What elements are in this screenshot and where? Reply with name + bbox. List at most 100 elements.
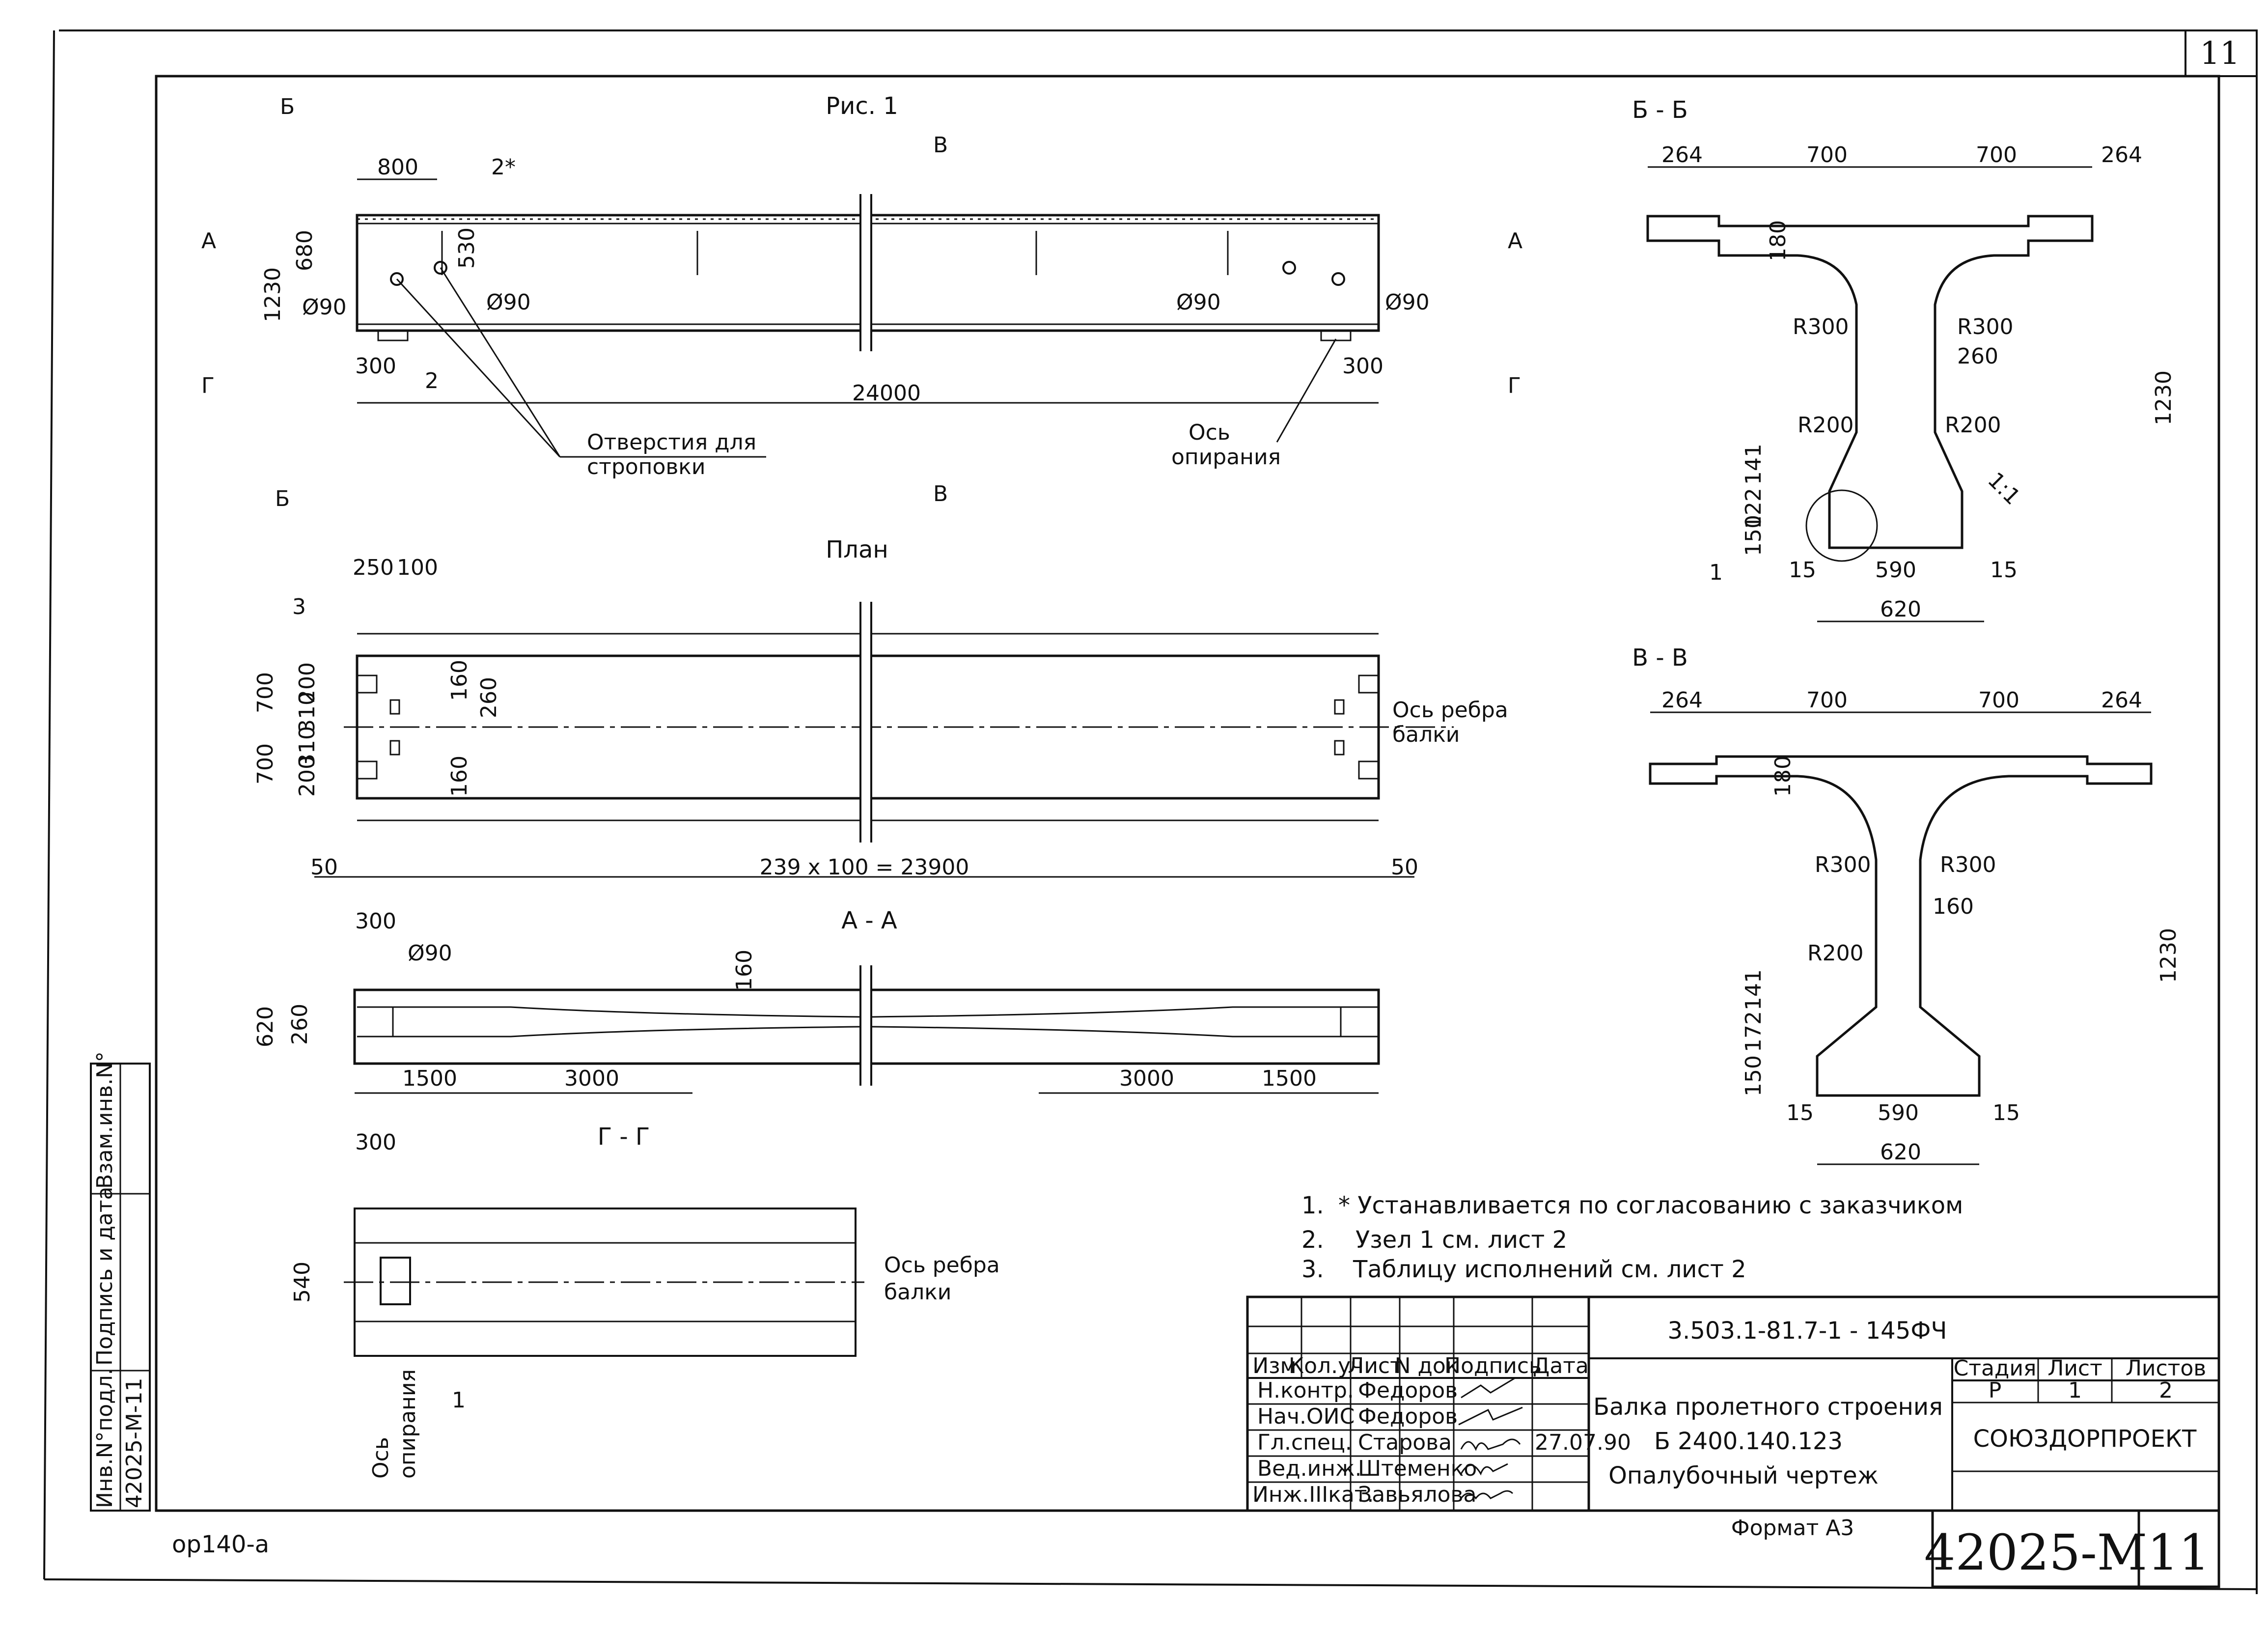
row5-role: Инж.IIIкат.	[1252, 1482, 1374, 1507]
vv-dim-150: 150	[1741, 1055, 1766, 1096]
row3-date: 27.07.90	[1535, 1430, 1631, 1455]
gg-support-axis-2: опирания	[395, 1369, 420, 1479]
stage-header: Стадия	[1954, 1356, 2037, 1381]
plan-dim-310-top: 310	[295, 692, 320, 733]
section-a-right: А	[1508, 228, 1522, 253]
vv-r300-left: R300	[1815, 852, 1871, 877]
big-sheet: 11	[2147, 1524, 2210, 1581]
side-stamp: Взам.инв.N° Подпись и дата Инв.N°подл. 4…	[90, 1051, 151, 1512]
title-line1: Балка пролетного строения	[1593, 1393, 1943, 1421]
view-elevation: Рис. 1 800 24000 300 300 1230 680 530 Ø9…	[201, 92, 1522, 511]
vv-dim-160: 160	[1933, 894, 1974, 919]
section-b-bottom: Б	[275, 486, 290, 511]
plan-dim-160-top: 160	[447, 660, 472, 701]
plan-dim-250: 250	[353, 555, 394, 580]
plan-axis-label-1: Ось ребра	[1392, 698, 1508, 723]
row2-name: Федоров	[1358, 1404, 1458, 1429]
dim-800: 800	[377, 155, 418, 180]
bb-title: Б - Б	[1632, 96, 1688, 124]
aa-dim-1500-left: 1500	[402, 1066, 457, 1091]
vzam-label: Взам.инв.N°	[92, 1051, 117, 1189]
note-axis-line2: опирания	[1171, 445, 1281, 470]
vv-dim-700-right: 700	[1978, 688, 2019, 713]
bb-dim-1230: 1230	[2151, 370, 2176, 425]
aa-dim-3000-right: 3000	[1119, 1066, 1174, 1091]
notes: 1. * Устанавливается по согласованию с з…	[1301, 1192, 1963, 1283]
bb-dim-15-left: 15	[1789, 558, 1816, 583]
bb-dim-700-left: 700	[1806, 142, 1848, 168]
signature-5	[1460, 1490, 1514, 1500]
row2-role: Нач.ОИС	[1257, 1404, 1355, 1429]
plan-dim-200-top: 200	[295, 662, 320, 703]
signature-2	[1458, 1406, 1523, 1426]
phi90-2: Ø90	[486, 290, 531, 315]
row3-role: Гл.спец.	[1257, 1430, 1352, 1455]
signature-4	[1460, 1463, 1508, 1476]
note-3-num: 3.	[1301, 1256, 1324, 1283]
plan-dim-200-bottom: 200	[295, 756, 320, 797]
plan-dim-50-left: 50	[310, 855, 338, 880]
inv-value: 42025-М-11	[122, 1377, 147, 1508]
note-2-text: Узел 1 см. лист 2	[1355, 1226, 1567, 1254]
hdr-podpis: Подпись	[1444, 1353, 1542, 1378]
vv-dim-15-left: 15	[1786, 1100, 1814, 1125]
dim-530: 530	[454, 227, 479, 269]
hdr-list: Лист	[1348, 1353, 1403, 1378]
section-v-top: В	[933, 133, 948, 158]
hdr-izm: Изм	[1252, 1353, 1297, 1378]
aa-dim-1500-right: 1500	[1262, 1066, 1317, 1091]
row4-role: Вед.инж.	[1257, 1456, 1362, 1481]
bb-dim-260: 260	[1957, 344, 1998, 369]
inv-label: Инв.N°подл.	[92, 1368, 117, 1508]
sign-label: Подпись и дата	[92, 1187, 117, 1366]
dim-300-left: 300	[355, 354, 396, 379]
organization: СОЮЗДОРПРОЕКТ	[1973, 1425, 2197, 1453]
plan-dim-700-bottom: 700	[253, 743, 278, 785]
plan-title: План	[826, 536, 888, 563]
vv-dim-620: 620	[1880, 1140, 1921, 1165]
view-section-aa: А - А 300 Ø90 620 260 160 1500 3000 3000…	[253, 907, 1380, 1094]
row1-role: Н.контр.	[1257, 1378, 1354, 1403]
section-v-bottom: В	[933, 481, 948, 506]
title-line2: Б 2400.140.123	[1654, 1428, 1843, 1455]
vv-dim-172: 172	[1741, 1011, 1766, 1052]
note-axis-line1: Ось	[1189, 420, 1230, 445]
note-holes-line1: Отверстия для	[587, 430, 756, 455]
note-1-num: 1.	[1301, 1192, 1324, 1219]
plan-dim-total: 239 x 100 = 23900	[760, 855, 969, 880]
note-1-text: * Устанавливается по согласованию с зака…	[1338, 1192, 1963, 1219]
gg-title: Г - Г	[598, 1123, 650, 1151]
plan-dim-100: 100	[397, 555, 438, 580]
phi90-4: Ø90	[1385, 290, 1430, 315]
bb-r300-right: R300	[1957, 314, 2014, 339]
bb-callout-1: 1	[1709, 560, 1723, 585]
vv-title: В - В	[1632, 644, 1688, 672]
bb-dim-620: 620	[1880, 597, 1921, 622]
sheet-frame: 11	[43, 29, 2258, 1594]
bb-r200-right: R200	[1945, 413, 2001, 438]
phi90-3: Ø90	[1176, 290, 1221, 315]
gg-callout-1: 1	[452, 1388, 466, 1413]
bb-dim-122: 122	[1741, 488, 1766, 529]
bb-slope: 1:1	[1983, 468, 2025, 510]
big-code: 42025-М	[1924, 1524, 2147, 1581]
title-block: Изм Кол.уч Лист N док Подпись Дата Н.кон…	[1246, 1295, 2220, 1588]
sheet-header: Лист	[2047, 1356, 2102, 1381]
row5-name: Завьялова	[1358, 1482, 1476, 1507]
phi90-1: Ø90	[302, 295, 347, 320]
vv-dim-264-left: 264	[1661, 688, 1703, 713]
view-section-gg: Г - Г 300 540 1 Ось ребра балки Ось опир…	[290, 1123, 1000, 1479]
row1-name: Федоров	[1358, 1378, 1458, 1403]
aa-title: А - А	[841, 907, 897, 934]
aa-dim-620: 620	[253, 1006, 278, 1047]
gg-axis-label-1: Ось ребра	[884, 1253, 1000, 1278]
corner-number: 11	[2200, 35, 2240, 72]
vv-dim-15-right: 15	[1992, 1100, 2020, 1125]
note-3-text: Таблицу исполнений см. лист 2	[1353, 1256, 1746, 1283]
sheets-header: Листов	[2126, 1356, 2206, 1381]
title-line3: Опалубочный чертеж	[1608, 1462, 1879, 1489]
format-label: Формат А3	[1731, 1516, 1854, 1541]
bb-dim-141: 141	[1741, 444, 1766, 485]
